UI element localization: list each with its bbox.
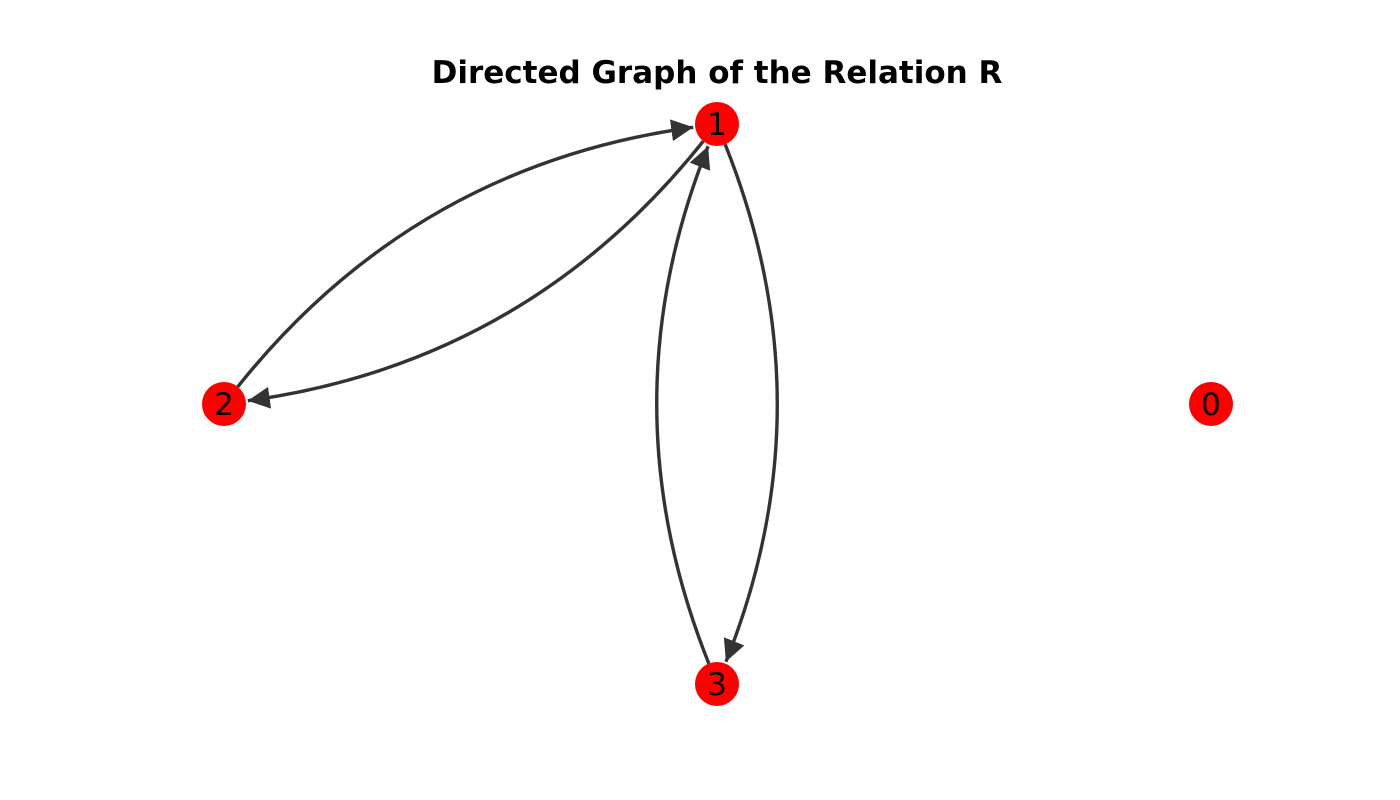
edge-1-to-3[interactable] [723, 143, 779, 663]
node-0[interactable]: 0 [1189, 382, 1233, 426]
node-3[interactable]: 3 [695, 662, 739, 706]
node-1-label: 1 [707, 107, 727, 143]
edge-1-to-2[interactable] [247, 140, 705, 409]
nodes-layer: 1 2 3 0 [202, 102, 1233, 706]
node-0-label: 0 [1201, 387, 1221, 423]
edges-layer [236, 119, 779, 665]
node-1[interactable]: 1 [695, 102, 739, 146]
node-2-label: 2 [214, 387, 234, 423]
graph-title: Directed Graph of the Relation R [431, 55, 1003, 91]
node-3-label: 3 [707, 667, 727, 703]
edge-3-to-1[interactable] [655, 145, 711, 665]
edge-2-to-1[interactable] [236, 119, 694, 388]
node-2[interactable]: 2 [202, 382, 246, 426]
